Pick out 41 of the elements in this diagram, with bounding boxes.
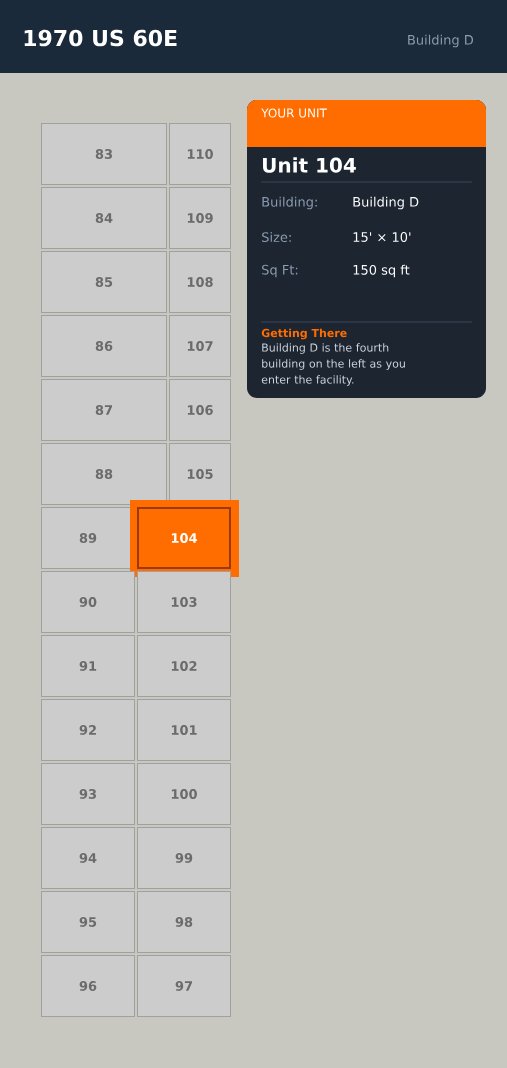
storage-unit: 90 (41, 571, 135, 633)
storage-unit: 89 (41, 507, 135, 569)
title: 1970 US 60E (24, 29, 177, 47)
storage-unit: 101 (137, 699, 231, 761)
storage-unit: 98 (137, 891, 231, 953)
storage-unit: 83 (41, 123, 167, 185)
storage-unit: 106 (169, 379, 231, 441)
storage-unit: 91 (41, 635, 135, 697)
storage-unit: 96 (41, 955, 135, 1017)
directions-text: Building D is the fourth building on the left as you enter the facility. (261, 343, 405, 386)
storage-unit: 97 (137, 955, 231, 1017)
unit-title: Unit 104 (263, 157, 356, 173)
field-value: 15' × 10' (353, 232, 411, 242)
storage-unit: 84 (41, 187, 167, 249)
storage-unit: 86 (41, 315, 167, 377)
storage-unit: 88 (41, 443, 167, 505)
storage-unit: 110 (169, 123, 231, 185)
field-value: 150 sq ft (353, 264, 410, 278)
field-label: Building: (262, 196, 317, 210)
storage-unit: 87 (41, 379, 167, 441)
storage-unit: 94 (41, 827, 135, 889)
storage-unit: 93 (41, 763, 135, 825)
field-label: Sq Ft: (262, 264, 298, 278)
storage-unit: 108 (169, 251, 231, 313)
storage-unit: 102 (137, 635, 231, 697)
info-card (247, 100, 486, 398)
storage-unit: 107 (169, 315, 231, 377)
storage-unit: 100 (137, 763, 231, 825)
storage-unit: 105 (169, 443, 231, 505)
storage-unit: 95 (41, 891, 135, 953)
section-heading: Getting There (261, 328, 347, 340)
storage-unit: 103 (137, 571, 231, 633)
building-label: Building D (408, 34, 474, 48)
storage-unit: 109 (169, 187, 231, 249)
field-value: Building D (353, 196, 419, 210)
card-heading: YOUR UNIT (261, 108, 327, 118)
storage-unit: 85 (41, 251, 167, 313)
storage-unit: 92 (41, 699, 135, 761)
field-label: Size: (262, 231, 291, 243)
storage-unit: 99 (137, 827, 231, 889)
selected-unit: 104 (130, 500, 239, 577)
